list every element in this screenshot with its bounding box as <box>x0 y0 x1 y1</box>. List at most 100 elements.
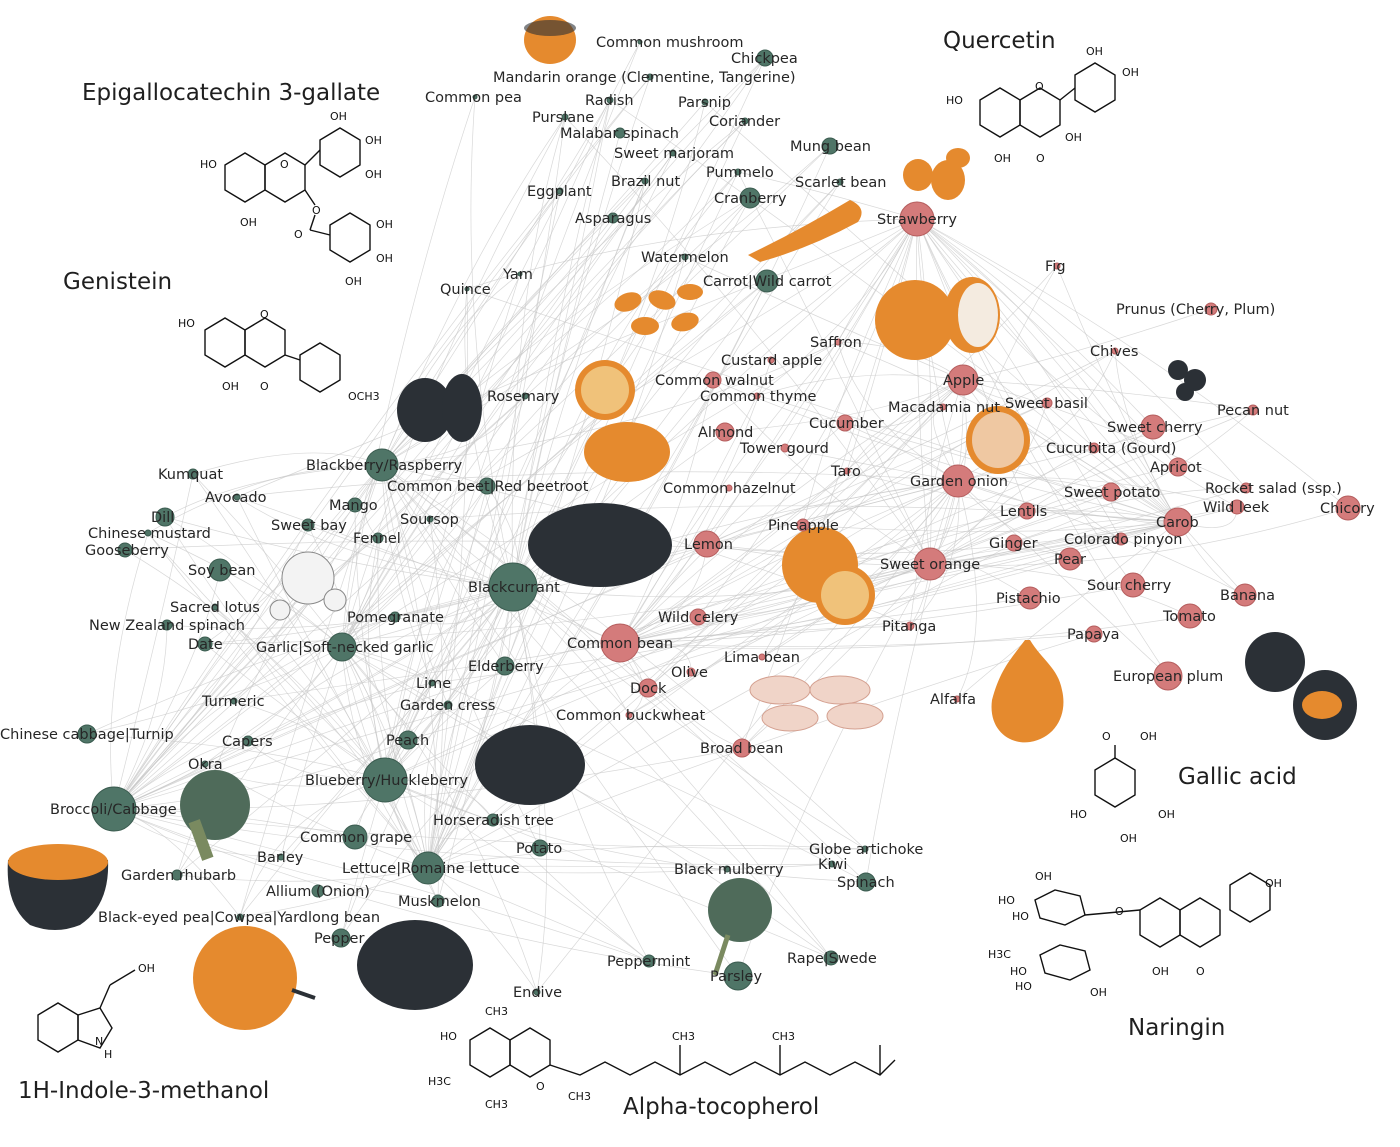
strawberry-illustration <box>903 148 970 200</box>
network-edge <box>219 569 386 781</box>
label-brazil-nut: Brazil nut <box>611 174 680 190</box>
network-edge <box>909 480 960 627</box>
node-sweet-marjoram <box>669 149 677 157</box>
svg-text:HO: HO <box>178 317 195 330</box>
onion-illustration <box>966 406 1030 474</box>
node-kiwi <box>828 860 836 868</box>
node-potato <box>531 839 549 857</box>
label-mung-bean: Mung bean <box>790 139 871 155</box>
node-ginger <box>1005 534 1023 552</box>
node-endive <box>533 988 541 996</box>
svg-text:H: H <box>104 1048 112 1061</box>
network-edge <box>113 487 1247 810</box>
network-edge <box>341 152 674 648</box>
kale-illustration <box>708 878 772 976</box>
node-purslane <box>561 113 569 121</box>
compound-title-quercetin: Quercetin <box>943 28 1056 54</box>
bell-pepper-illustration <box>193 926 316 1030</box>
svg-text:O: O <box>312 204 321 217</box>
network-edge <box>147 532 429 869</box>
network-edge <box>916 218 1179 468</box>
network-edge <box>619 521 1179 644</box>
svg-text:HO: HO <box>1070 808 1087 821</box>
network-edge <box>619 218 918 644</box>
network-edge <box>340 586 514 939</box>
network-edge <box>712 218 918 381</box>
network-edge <box>916 218 1154 428</box>
svg-text:O: O <box>1036 152 1045 165</box>
node-carrot <box>755 269 779 293</box>
network-edge <box>429 505 1179 523</box>
network-edge <box>837 341 959 482</box>
compound-title-tocopherol: Alpha-tocopherol <box>623 1094 819 1120</box>
node-broccoli <box>91 786 137 832</box>
orange-slice-illustration <box>575 360 635 420</box>
node-common-walnut <box>704 371 722 389</box>
svg-text:OH: OH <box>138 962 155 975</box>
network-edge <box>427 116 566 869</box>
compound-title-indole: 1H-Indole-3-methanol <box>18 1078 269 1104</box>
network-edge <box>929 563 1191 617</box>
broccoli-illustration <box>180 770 250 861</box>
network-edge <box>110 532 149 810</box>
node-common-pea <box>472 94 478 100</box>
network-edge <box>147 464 383 534</box>
node-banana <box>1233 583 1257 607</box>
blueberries-illustration <box>475 725 585 805</box>
node-cucumber <box>836 414 854 432</box>
network-edge <box>239 779 386 918</box>
svg-text:O: O <box>260 380 269 393</box>
label-tower-gourd: Tower gourd <box>739 441 829 457</box>
network-edge <box>512 586 866 850</box>
network-edge <box>341 41 641 648</box>
food-nodes <box>77 39 1361 996</box>
label-soursop: Soursop <box>400 512 459 528</box>
network-edge <box>466 288 1179 523</box>
cherries-illustration <box>1168 360 1206 401</box>
label-sweet-orange: Sweet orange <box>880 557 980 573</box>
label-chickpea: Chickpea <box>731 51 798 67</box>
network-edge <box>427 542 1015 869</box>
network-edge <box>113 740 249 810</box>
svg-text:OH: OH <box>376 252 393 265</box>
svg-text:OH: OH <box>365 134 382 147</box>
network-edge <box>164 516 514 588</box>
label-taro: Taro <box>830 464 861 480</box>
network-edge <box>384 779 867 883</box>
label-eggplant: Eggplant <box>527 184 592 200</box>
node-common-hazelnut <box>725 484 733 492</box>
label-watermelon: Watermelon <box>641 250 729 266</box>
label-gooseberry: Gooseberry <box>85 543 169 559</box>
network-edge <box>784 218 918 449</box>
label-sacred-lotus: Sacred lotus <box>170 600 260 616</box>
node-asparagus <box>607 212 619 224</box>
node-sacred-lotus <box>211 603 219 611</box>
network-edge <box>239 586 514 918</box>
label-blackberry: Blackberry/Raspberry <box>306 458 463 474</box>
node-wild-leek <box>1229 499 1245 515</box>
label-sour-cherry: Sour cherry <box>1087 578 1172 594</box>
network-edge <box>340 642 621 939</box>
node-spinach <box>856 872 876 892</box>
label-garden-cress: Garden cress <box>400 698 495 714</box>
network-edge <box>354 586 514 838</box>
network-edge <box>909 379 964 627</box>
network-edge <box>384 779 832 959</box>
node-pepper <box>331 928 351 948</box>
network-edge <box>381 464 833 865</box>
node-cranberry <box>739 187 761 209</box>
node-fig <box>1053 262 1061 270</box>
network-edge <box>113 682 433 810</box>
network-edge <box>761 379 964 658</box>
network-edge <box>916 218 1179 523</box>
node-peach <box>398 730 418 750</box>
network-edge <box>957 477 1238 508</box>
node-colorado-pinyon <box>1114 532 1128 546</box>
network-edge <box>113 464 383 810</box>
svg-text:OH: OH <box>1086 45 1103 58</box>
genistein-structure: HO O OH O OCH3 <box>178 308 380 403</box>
label-broccoli: Broccoli/Cabbage <box>50 802 177 818</box>
label-blackcurrant: Blackcurrant <box>468 580 560 596</box>
network-edge <box>916 218 1095 449</box>
svg-text:OH: OH <box>240 216 257 229</box>
